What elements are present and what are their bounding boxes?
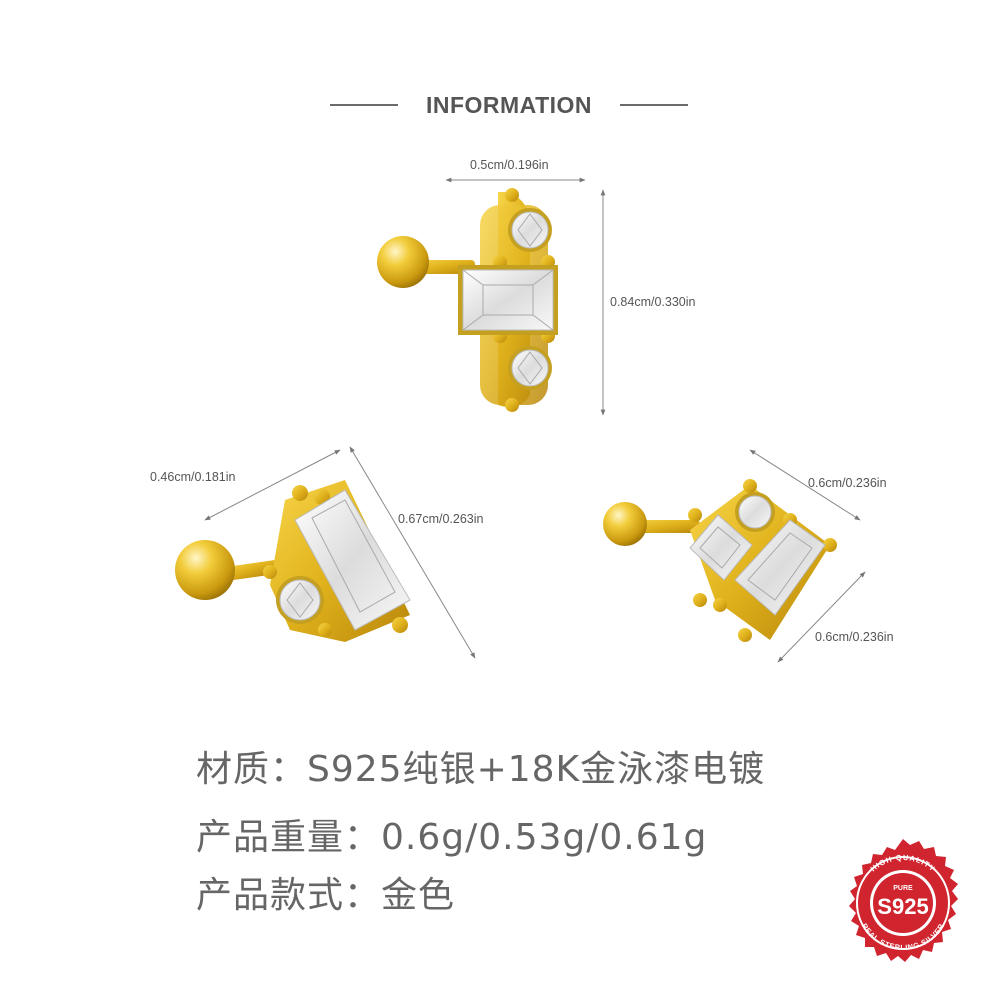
dim-arrow-left-height xyxy=(349,446,476,659)
spec-style: 产品款式：金色 xyxy=(196,866,455,918)
spec-material: 材质：S925纯银+18K金泳漆电镀 xyxy=(196,740,765,792)
spec-style-value: 金色 xyxy=(381,875,456,916)
badge-pure-text: PURE xyxy=(893,885,913,892)
dim-top-height: 0.84cm/0.330in xyxy=(610,295,696,309)
dim-arrow-right-height xyxy=(777,571,866,663)
header-title: INFORMATION xyxy=(425,92,593,118)
spec-weight: 产品重量：0.6g/0.53g/0.61g xyxy=(196,808,707,860)
spec-weight-label: 产品重量： xyxy=(196,817,382,858)
dim-arrow-right-width xyxy=(749,449,861,521)
header-line-left xyxy=(330,104,398,106)
s925-badge: HIGH QUALITY REAL STERLING SILVER PURE S… xyxy=(849,839,958,962)
spec-material-label: 材质： xyxy=(196,749,308,790)
spec-style-label: 产品款式： xyxy=(196,875,382,916)
header-line-right xyxy=(620,104,688,106)
spec-material-value: S925纯银+18K金泳漆电镀 xyxy=(307,749,766,790)
spec-weight-value: 0.6g/0.53g/0.61g xyxy=(381,817,708,858)
dim-top-width: 0.5cm/0.196in xyxy=(470,158,549,172)
earring-top xyxy=(377,177,606,416)
badge-code-text: S925 xyxy=(877,894,928,919)
ball-back xyxy=(377,236,429,288)
earring-left xyxy=(175,446,476,659)
earring-right xyxy=(603,449,866,663)
dim-arrow-left-width xyxy=(204,449,341,521)
